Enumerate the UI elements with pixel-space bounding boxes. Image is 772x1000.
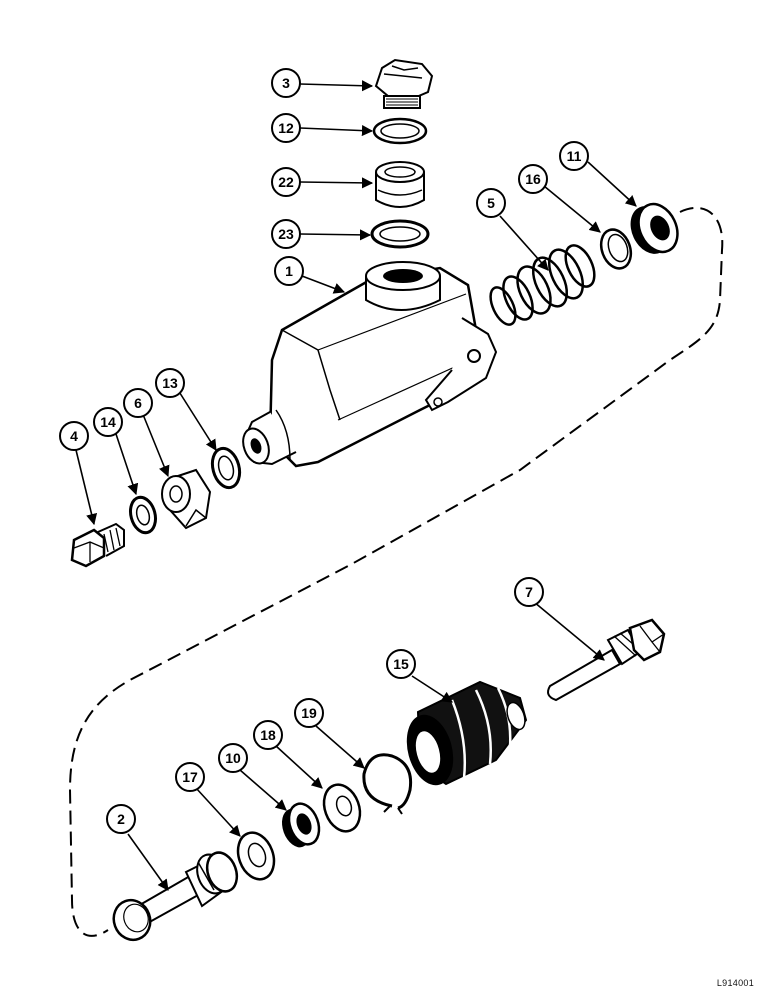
gasket-23-part <box>370 219 430 249</box>
callout-1: 1 <box>274 256 304 286</box>
callouts: 3 12 22 23 1 5 16 11 4 14 6 13 7 15 19 1… <box>59 68 589 834</box>
callout-label: 15 <box>393 656 409 672</box>
callout-3: 3 <box>271 68 301 98</box>
boot-15-part <box>406 680 528 786</box>
washer-16-part <box>599 228 633 270</box>
washer-14-part <box>129 495 157 535</box>
callout-label: 3 <box>282 75 290 91</box>
filler-cap-part <box>374 58 434 109</box>
callout-label: 7 <box>525 584 533 600</box>
assembly-dashed-line <box>68 206 724 937</box>
callout-label: 16 <box>525 171 541 187</box>
push-rod-7-part <box>547 618 666 702</box>
spring-5-part <box>489 244 596 326</box>
figure-reference-code: L914001 <box>716 978 754 988</box>
callout-17: 17 <box>175 762 205 792</box>
snap-ring-19-part <box>362 753 413 815</box>
cup-10-part <box>281 802 321 848</box>
master-cylinder-body-part <box>242 261 498 468</box>
callout-label: 14 <box>100 414 116 430</box>
callout-label: 1 <box>285 263 293 279</box>
callout-7: 7 <box>514 577 544 607</box>
gasket-13-part <box>210 446 242 490</box>
callout-15: 15 <box>386 649 416 679</box>
callout-label: 11 <box>567 148 582 164</box>
callout-label: 12 <box>278 120 294 136</box>
callout-22: 22 <box>271 167 301 197</box>
piston-2-part <box>112 851 239 942</box>
callout-label: 18 <box>260 727 276 743</box>
adapter-22-part <box>375 161 425 208</box>
callout-13: 13 <box>155 368 185 398</box>
callout-label: 4 <box>70 428 78 444</box>
callout-label: 5 <box>487 195 495 211</box>
callout-label: 10 <box>225 750 241 766</box>
callout-label: 17 <box>182 769 198 785</box>
callout-11: 11 <box>559 141 589 171</box>
callout-label: 22 <box>278 174 294 190</box>
callout-2: 2 <box>106 804 136 834</box>
callout-19: 19 <box>294 698 324 728</box>
callout-10: 10 <box>218 743 248 773</box>
callout-6: 6 <box>123 388 153 418</box>
callout-4: 4 <box>59 421 89 451</box>
cup-11-part <box>630 202 679 254</box>
callout-label: 6 <box>134 395 142 411</box>
callout-16: 16 <box>518 164 548 194</box>
callout-23: 23 <box>271 219 301 249</box>
callout-14: 14 <box>93 407 123 437</box>
callout-18: 18 <box>253 720 283 750</box>
banjo-fitting-6-part <box>161 468 212 530</box>
washer-17-part <box>236 831 276 881</box>
callout-5: 5 <box>476 188 506 218</box>
banjo-bolt-4-part <box>70 522 125 568</box>
callout-label: 23 <box>278 226 294 242</box>
gasket-12-part <box>372 117 428 145</box>
leader-lines <box>75 80 637 891</box>
callout-label: 19 <box>301 705 317 721</box>
callout-label: 2 <box>117 811 125 827</box>
callout-label: 13 <box>162 375 178 391</box>
washer-18-part <box>322 783 362 833</box>
callout-12: 12 <box>271 113 301 143</box>
